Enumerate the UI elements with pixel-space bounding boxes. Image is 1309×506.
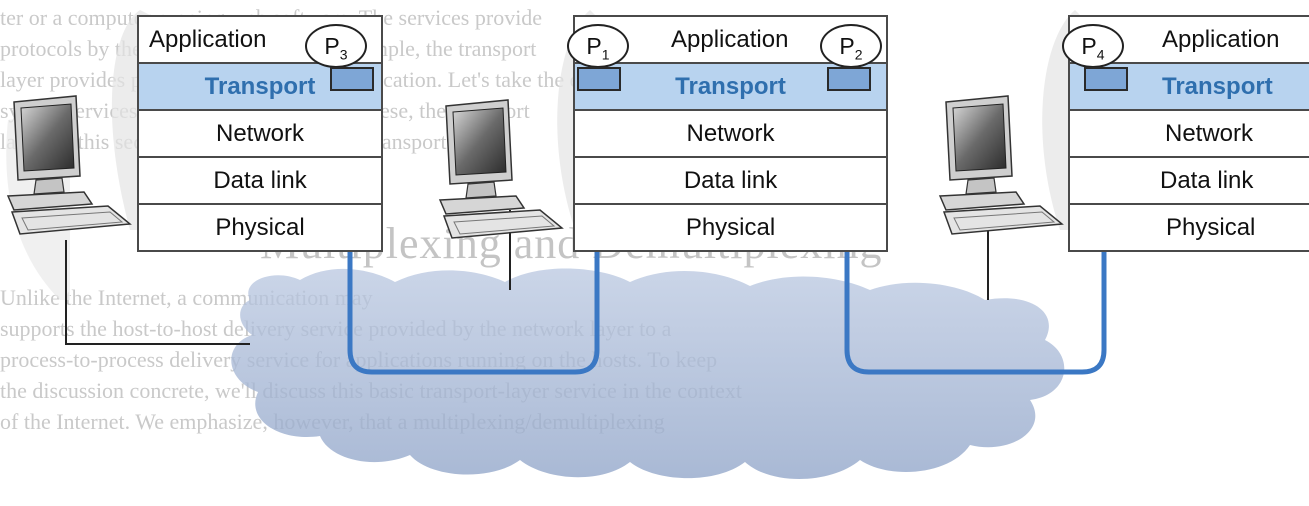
- data-link-layer: Data link: [1070, 156, 1309, 203]
- network-layer: Network: [139, 109, 381, 156]
- process-p1: P1: [567, 24, 629, 68]
- computer-icon: [7, 95, 131, 235]
- application-layer: Application: [575, 17, 886, 62]
- process-p4: P4: [1062, 24, 1124, 68]
- connection-arrow: [347, 84, 600, 375]
- network-cloud: [231, 268, 1065, 480]
- application-layer-label: Application: [671, 26, 789, 53]
- computer-icon: [439, 99, 563, 239]
- process-p3: P3: [305, 24, 367, 68]
- physical-layer: Physical: [575, 203, 886, 250]
- process-number: 1: [601, 46, 610, 63]
- application-layer: Application: [149, 26, 267, 53]
- process-label: P: [324, 33, 340, 59]
- process-number: 3: [339, 46, 348, 63]
- physical-layer-label: Physical: [1166, 214, 1256, 241]
- network-layer: Network: [1070, 109, 1309, 156]
- physical-layer: Physical: [1070, 203, 1309, 250]
- process-number: 2: [854, 46, 863, 63]
- application-layer: Application: [1070, 17, 1309, 62]
- network-layer: Network: [575, 109, 886, 156]
- socket-p1: [577, 67, 621, 91]
- process-number: 4: [1096, 46, 1105, 63]
- socket-p2: [827, 67, 871, 91]
- transport-layer-label: Transport: [1162, 73, 1273, 100]
- process-p2: P2: [820, 24, 882, 68]
- data-link-layer-label: Data link: [1160, 167, 1254, 194]
- socket-p4: [1084, 67, 1128, 91]
- process-label: P: [1081, 33, 1097, 59]
- process-label: P: [839, 33, 855, 59]
- physical-layer: Physical: [139, 203, 381, 250]
- network-link: [65, 240, 250, 345]
- socket-p3: [330, 67, 374, 91]
- network-layer-label: Network: [1165, 120, 1254, 147]
- application-layer-label: Application: [1162, 26, 1280, 53]
- data-link-layer: Data link: [575, 156, 886, 203]
- process-label: P: [586, 33, 602, 59]
- data-link-layer: Data link: [139, 156, 381, 203]
- connection-arrow: [844, 84, 1107, 375]
